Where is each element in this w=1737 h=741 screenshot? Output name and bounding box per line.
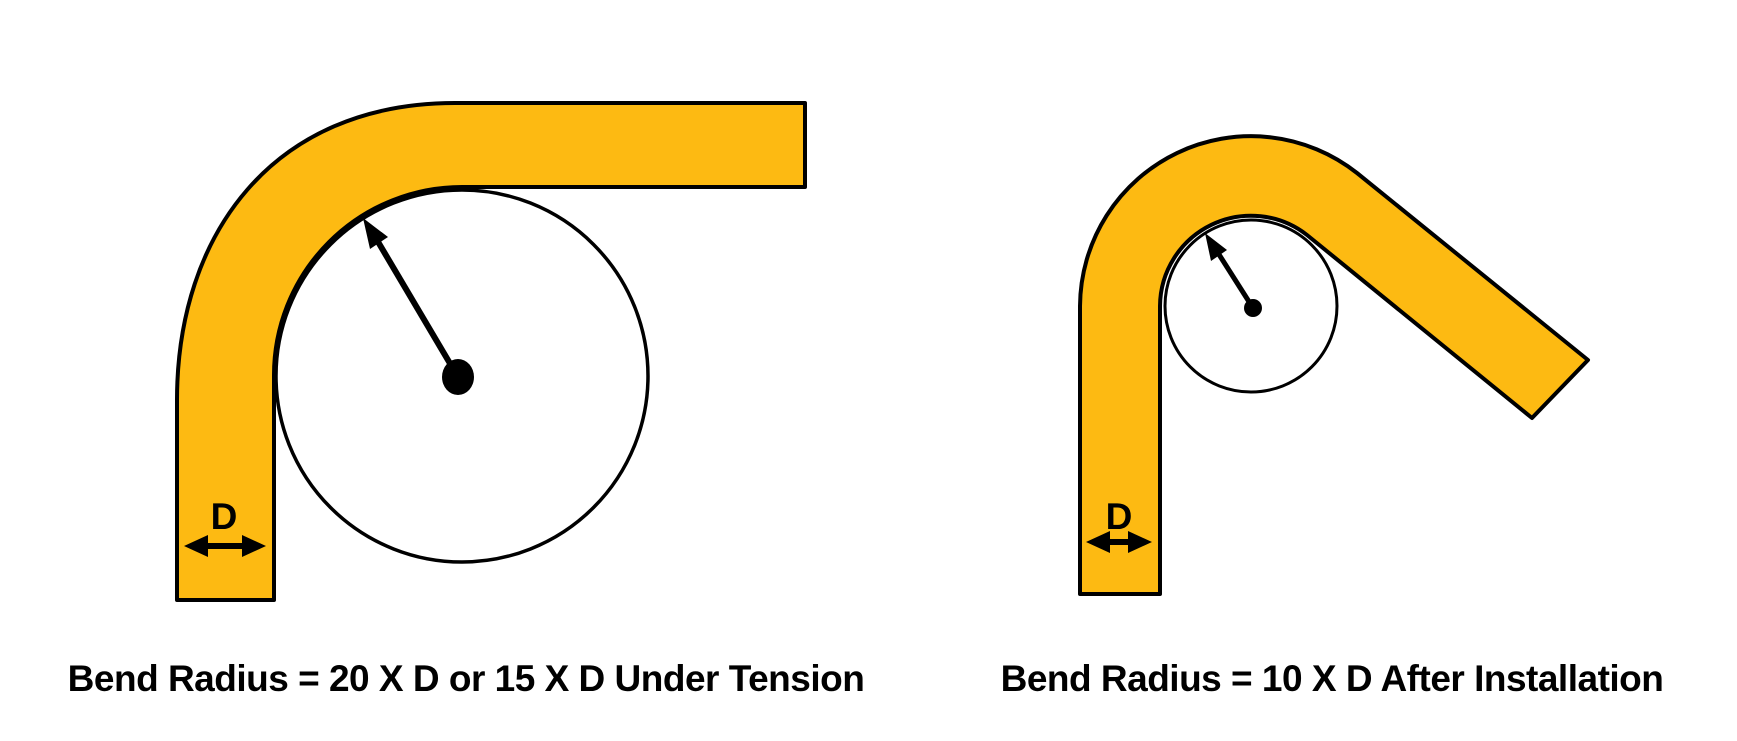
diameter-label-left: D: [211, 496, 238, 537]
diameter-arrow-right-icon: [1086, 531, 1152, 553]
figure-bend-under-tension: D Bend Radius = 20 X D or 15 X D Under T…: [68, 101, 865, 699]
diameter-label-right: D: [1106, 496, 1133, 537]
cable-right: [1078, 134, 1590, 596]
cable-left: [175, 101, 807, 602]
radius-arrow-right-icon: [1205, 233, 1256, 310]
center-dot-left: [442, 359, 474, 395]
radius-arrow-left-icon: [363, 218, 461, 379]
caption-left: Bend Radius = 20 X D or 15 X D Under Ten…: [68, 658, 865, 699]
figure-bend-after-installation: D Bend Radius = 10 X D After Installatio…: [1001, 134, 1664, 699]
caption-right: Bend Radius = 10 X D After Installation: [1001, 658, 1664, 699]
center-dot-right: [1244, 299, 1262, 317]
diameter-arrow-left-icon: [184, 535, 266, 557]
